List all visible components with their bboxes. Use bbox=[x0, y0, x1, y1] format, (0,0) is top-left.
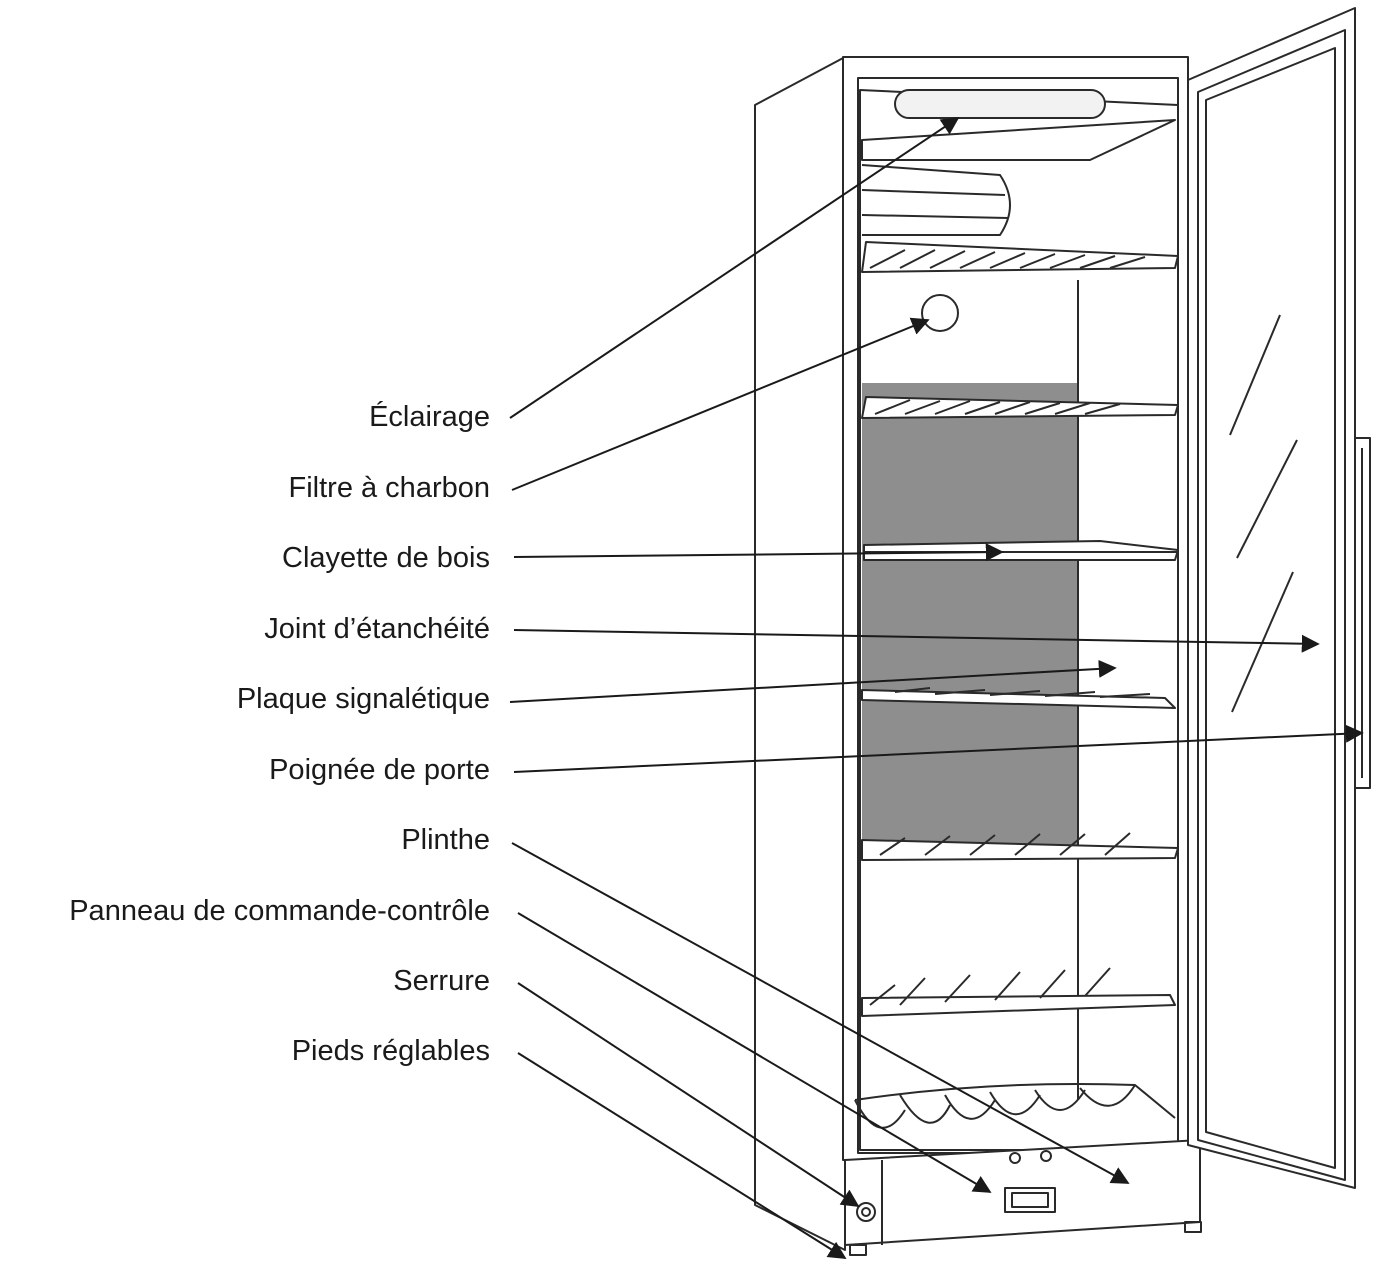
leader-eclairage bbox=[509, 116, 960, 419]
leader-panneau bbox=[517, 912, 992, 1193]
light-bar bbox=[894, 89, 1106, 119]
shelf-2 bbox=[861, 396, 1179, 419]
leader-plaque bbox=[509, 659, 1117, 703]
shelf-6 bbox=[861, 967, 1176, 1017]
leader-plinthe bbox=[511, 842, 1130, 1184]
leader-clayette bbox=[513, 543, 1004, 562]
cabinet-side-panel bbox=[754, 56, 846, 1251]
leader-filtre bbox=[511, 317, 930, 491]
leader-serrure bbox=[517, 982, 860, 1207]
leader-poignee bbox=[513, 724, 1364, 773]
label-serrure: Serrure bbox=[393, 965, 490, 997]
shelf-4 bbox=[861, 687, 1176, 709]
label-plinthe: Plinthe bbox=[401, 824, 490, 856]
shelf-5 bbox=[861, 832, 1179, 861]
label-clayette-de-bois: Clayette de bois bbox=[282, 542, 490, 574]
label-joint-etancheite: Joint d’étanchéité bbox=[264, 613, 490, 645]
carbon-filter bbox=[921, 294, 959, 332]
door bbox=[1187, 7, 1356, 1189]
leader-pieds bbox=[517, 1052, 847, 1259]
lock bbox=[856, 1202, 876, 1222]
label-plaque-signaletique: Plaque signalétique bbox=[236, 683, 490, 715]
label-eclairage: Éclairage bbox=[369, 401, 490, 433]
leader-joint bbox=[513, 629, 1320, 653]
label-pieds-reglables: Pieds réglables bbox=[291, 1035, 490, 1067]
label-filtre-a-charbon: Filtre à charbon bbox=[288, 472, 491, 504]
back-panel bbox=[862, 383, 1077, 845]
label-panneau-de-commande: Panneau de commande-contrôle bbox=[69, 895, 490, 927]
adjustable-foot bbox=[849, 1244, 867, 1256]
label-poignee-de-porte: Poignée de porte bbox=[269, 754, 490, 786]
wooden-shelf bbox=[863, 540, 1179, 561]
shelf-1 bbox=[861, 241, 1179, 273]
